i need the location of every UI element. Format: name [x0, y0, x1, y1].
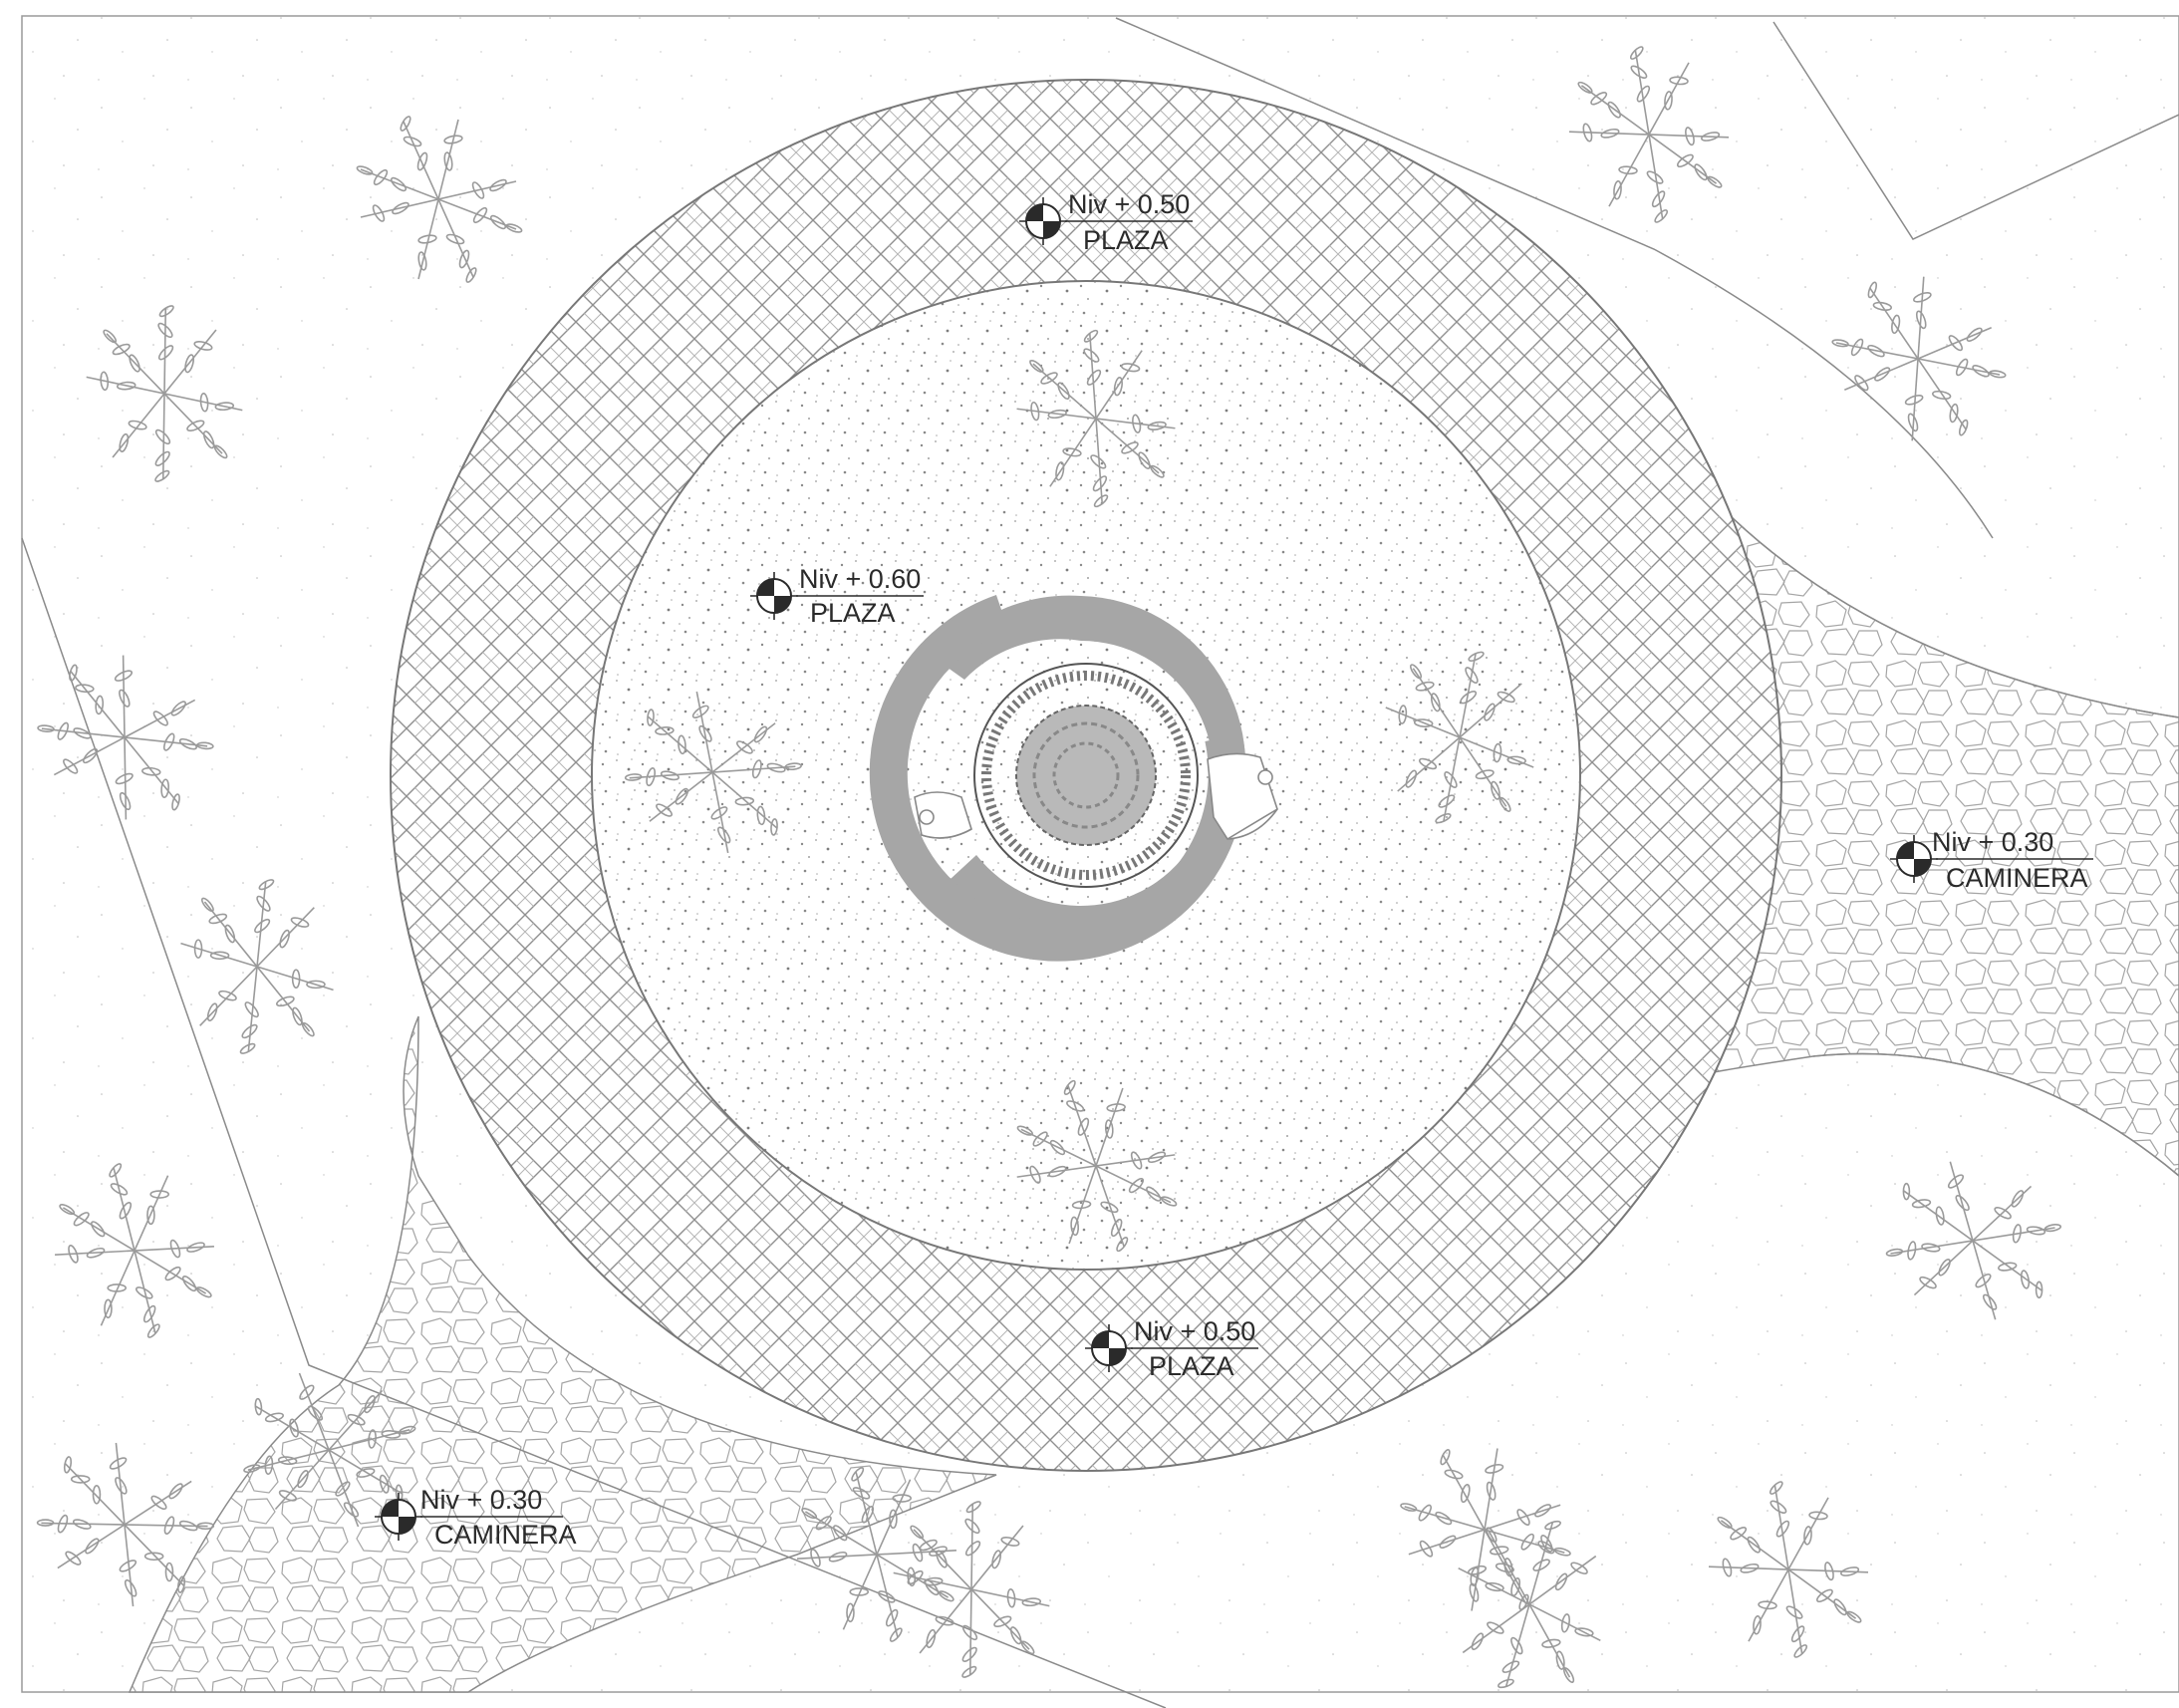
caminera-path-southwest: [128, 1015, 997, 1693]
level-marker-caminera-southwest: Niv + 0.30 CAMINERA: [374, 1485, 577, 1550]
level-marker-plaza-south: Niv + 0.50 PLAZA: [1084, 1316, 1258, 1381]
central-planter: [869, 584, 1246, 962]
lounge-chair-east: [1207, 752, 1278, 840]
level-area-name: CAMINERA: [1946, 863, 2088, 893]
level-area-name: PLAZA: [1149, 1351, 1234, 1381]
level-marker-plaza-inner: Niv + 0.60 PLAZA: [749, 564, 924, 628]
planter-hedge: [981, 671, 1191, 880]
level-area-name: PLAZA: [1083, 225, 1169, 255]
lounge-chair-west: [914, 791, 972, 839]
level-value: Niv + 0.50: [1134, 1316, 1255, 1346]
site-boundary-lines: [21, 17, 2179, 1708]
level-value: Niv + 0.50: [1068, 189, 1190, 219]
level-marker-plaza-north: Niv + 0.50 PLAZA: [1018, 189, 1193, 255]
level-value: Niv + 0.30: [420, 1485, 542, 1515]
level-marker-caminera-east: Niv + 0.30 CAMINERA: [1889, 827, 2093, 893]
level-value: Niv + 0.60: [799, 564, 921, 594]
planter-shrub: [1015, 705, 1157, 846]
bench-arc: [869, 584, 1246, 962]
drawing-frame: [21, 15, 2179, 1693]
level-area-name: CAMINERA: [434, 1520, 577, 1550]
level-value: Niv + 0.30: [1932, 827, 2053, 857]
level-area-name: PLAZA: [810, 598, 896, 628]
